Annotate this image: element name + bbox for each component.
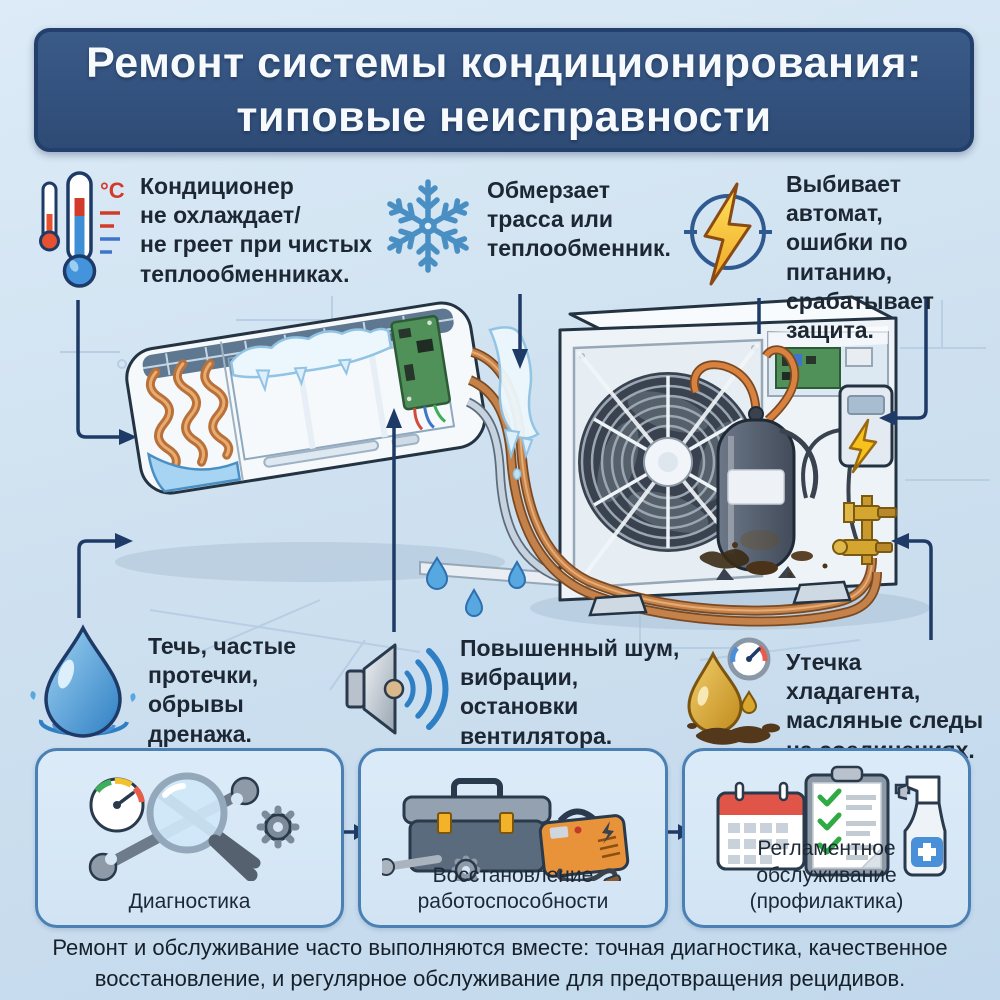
mini-gauge <box>89 777 145 833</box>
fault-text-freezing: Обмерзает трасса или теплообменник. <box>487 177 671 262</box>
toolbox-welder-icon <box>382 778 630 881</box>
service-valves <box>832 495 897 565</box>
mini-gear <box>256 805 299 849</box>
water-drop-icon <box>30 624 136 738</box>
frozen-pipe-ice <box>488 326 540 480</box>
unit-foot <box>588 593 648 617</box>
indoor-unit <box>125 301 487 495</box>
mini-gear <box>451 855 481 881</box>
fault-text-noise: Повышенный шум, вибрации, остановки вент… <box>460 635 680 749</box>
process-label-diagnostics: Диагностика <box>128 889 251 913</box>
pooled-water <box>146 451 242 493</box>
lightning-icon <box>684 182 772 286</box>
process-box-maintenance: Регламентное обслуживание (профилактика) <box>682 748 971 928</box>
page-title: Ремонт системы кондиционирования: типовы… <box>86 38 922 141</box>
indoor-pcb <box>390 314 451 431</box>
process-label-maintenance: Регламентное обслуживание (профилактика) <box>749 837 904 913</box>
pipe-cover-shelf <box>419 560 649 594</box>
oil-drop-gauge-icon <box>687 637 780 745</box>
bolt-glyph <box>848 418 878 474</box>
speaker-icon <box>345 643 449 735</box>
welder <box>538 808 630 881</box>
process-box-repair: Восстановление работоспособности <box>358 748 668 928</box>
calendar <box>716 781 805 871</box>
water-drips <box>425 556 527 617</box>
diagnostics-tools-icon <box>88 772 299 881</box>
thermometer-icon: °C <box>39 171 125 288</box>
oil-stains <box>699 530 828 578</box>
indoor-unit-shadow <box>115 542 505 582</box>
fault-text-water-leak: Течь, частые протечки, обрывы дренажа. <box>148 633 297 747</box>
ice-on-exchanger <box>230 327 393 393</box>
pressure-gauge <box>727 637 771 681</box>
blower-fins <box>227 324 456 461</box>
top-grille <box>142 308 454 379</box>
spray-bottle <box>894 775 946 877</box>
outdoor-unit-shadow <box>530 586 930 630</box>
process-label-repair: Восстановление работоспособности <box>417 863 609 913</box>
copper-coils <box>145 359 234 474</box>
outdoor-fan <box>572 338 764 590</box>
title-banner: Ремонт системы кондиционирования: типовы… <box>34 28 974 152</box>
footer-note: Ремонт и обслуживание часто выполняются … <box>52 935 948 992</box>
svg-text:°C: °C <box>100 178 125 203</box>
compressor <box>689 345 819 580</box>
checklist-clipboard <box>804 765 889 877</box>
calendar-checklist-spray-icon <box>716 765 946 877</box>
snowflake-icon <box>387 179 469 273</box>
oil-puddle <box>687 723 780 745</box>
blueprint-lines <box>60 296 990 691</box>
magnifier <box>146 772 257 881</box>
toolbox <box>402 778 552 873</box>
process-box-diagnostics: Диагностика <box>35 748 344 928</box>
fault-text-no-cooling: Кондиционер не охлаждает/ не греет при ч… <box>140 173 373 287</box>
electrical-box <box>801 384 894 545</box>
fault-text-electrical: Выбивает автомат, ошибки по питанию, сра… <box>786 171 934 344</box>
line-set-pipes <box>465 347 882 627</box>
unit-foot <box>792 580 852 605</box>
